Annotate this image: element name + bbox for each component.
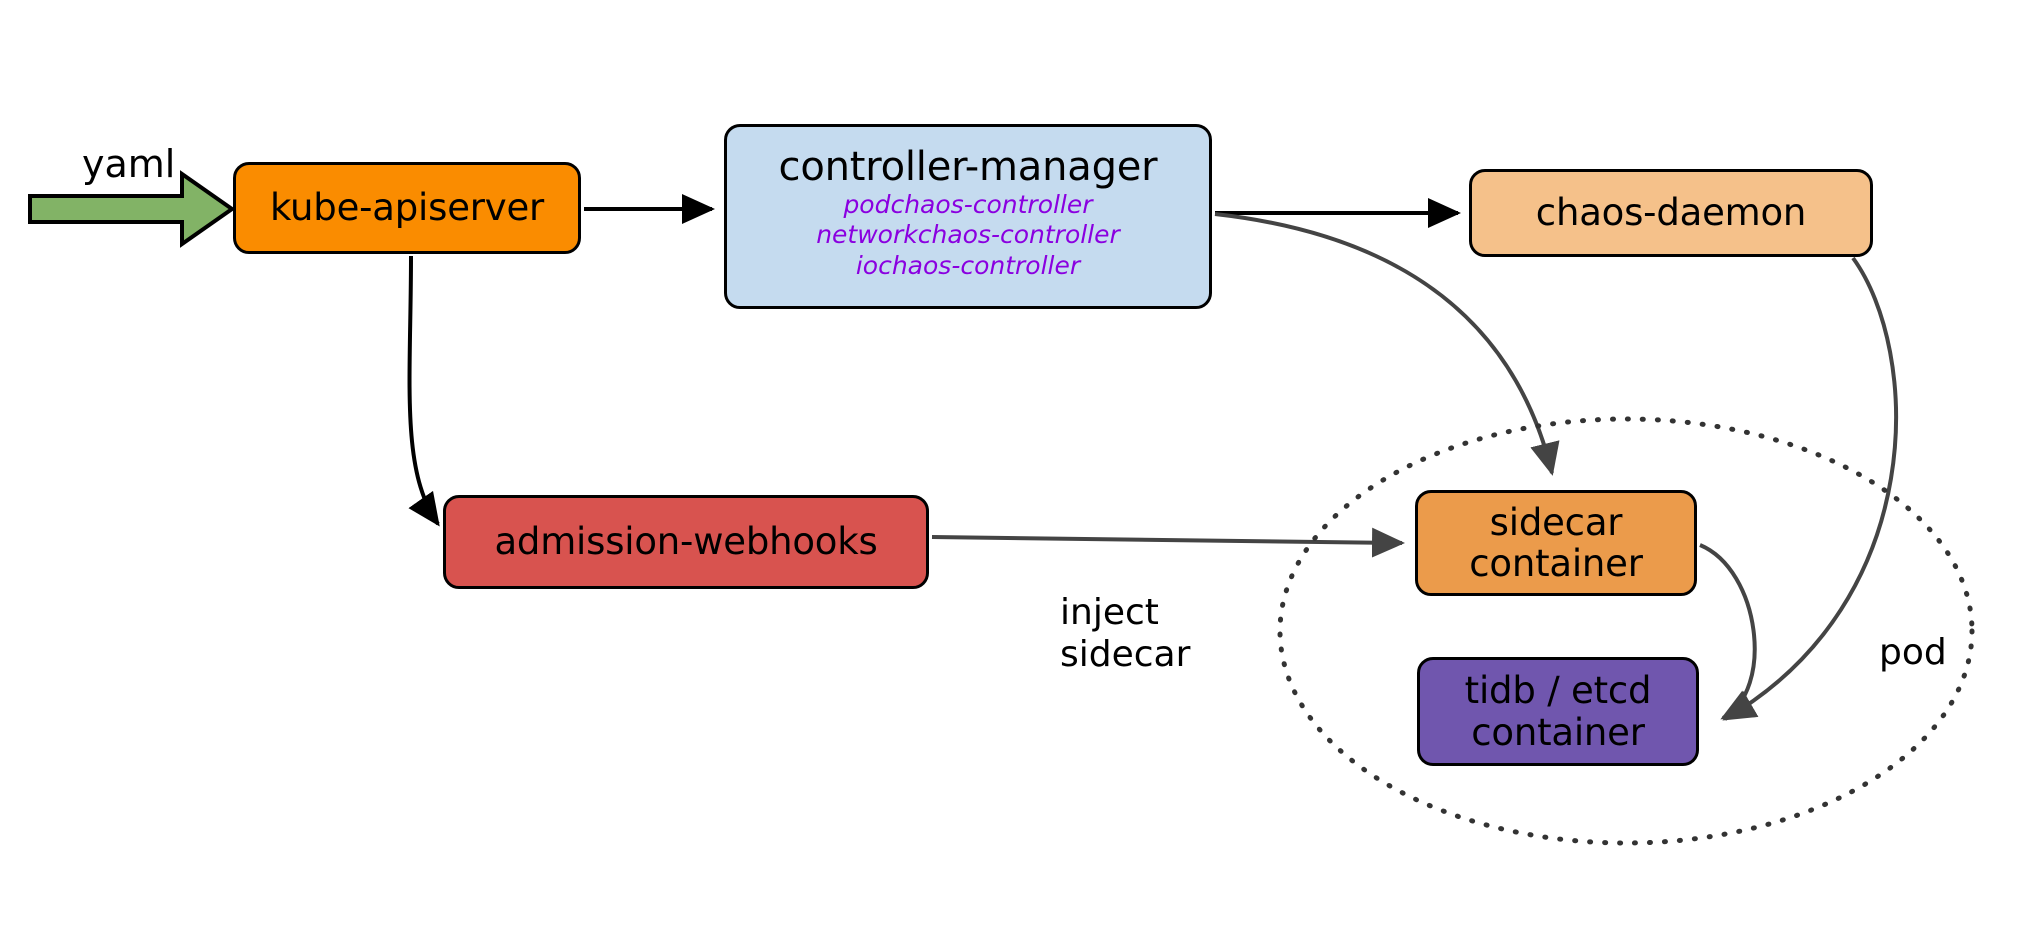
node-controller-manager[interactable]: controller-manager podchaos-controller n… xyxy=(724,124,1212,309)
node-chaos-daemon[interactable]: chaos-daemon xyxy=(1469,169,1873,257)
group-label-pod: pod xyxy=(1879,632,1947,673)
edge-kube-apiserver-to-admission-webhooks xyxy=(407,255,440,527)
node-tidb-etcd-container-label: tidb / etcd container xyxy=(1464,669,1652,754)
node-controller-manager-label: controller-manager xyxy=(778,144,1158,190)
edge-sidecar-container-to-tidb-etcd-container xyxy=(1699,543,1757,720)
edge-admission-webhooks-to-sidecar-container xyxy=(931,527,1405,558)
controller-sub-label-networkchaos: networkchaos-controller xyxy=(816,220,1120,250)
controller-sub-label-podchaos: podchaos-controller xyxy=(843,189,1093,219)
node-chaos-daemon-label: chaos-daemon xyxy=(1535,191,1807,235)
node-sidecar-container-label: sidecar container xyxy=(1469,500,1643,585)
edge-label-yaml: yaml xyxy=(82,142,176,186)
node-kube-apiserver[interactable]: kube-apiserver xyxy=(233,162,581,254)
controller-sub-label-iochaos: iochaos-controller xyxy=(855,250,1081,280)
edge-label-inject-sidecar: inject sidecar xyxy=(1060,592,1191,676)
pod-boundary-ellipse xyxy=(1277,416,1975,846)
node-sidecar-container[interactable]: sidecar container xyxy=(1415,490,1697,596)
node-kube-apiserver-label: kube-apiserver xyxy=(269,186,545,230)
node-admission-webhooks[interactable]: admission-webhooks xyxy=(443,495,929,589)
edge-chaos-daemon-to-tidb-etcd-container xyxy=(1722,256,1898,721)
node-admission-webhooks-label: admission-webhooks xyxy=(494,520,878,564)
node-tidb-etcd-container[interactable]: tidb / etcd container xyxy=(1417,657,1699,766)
